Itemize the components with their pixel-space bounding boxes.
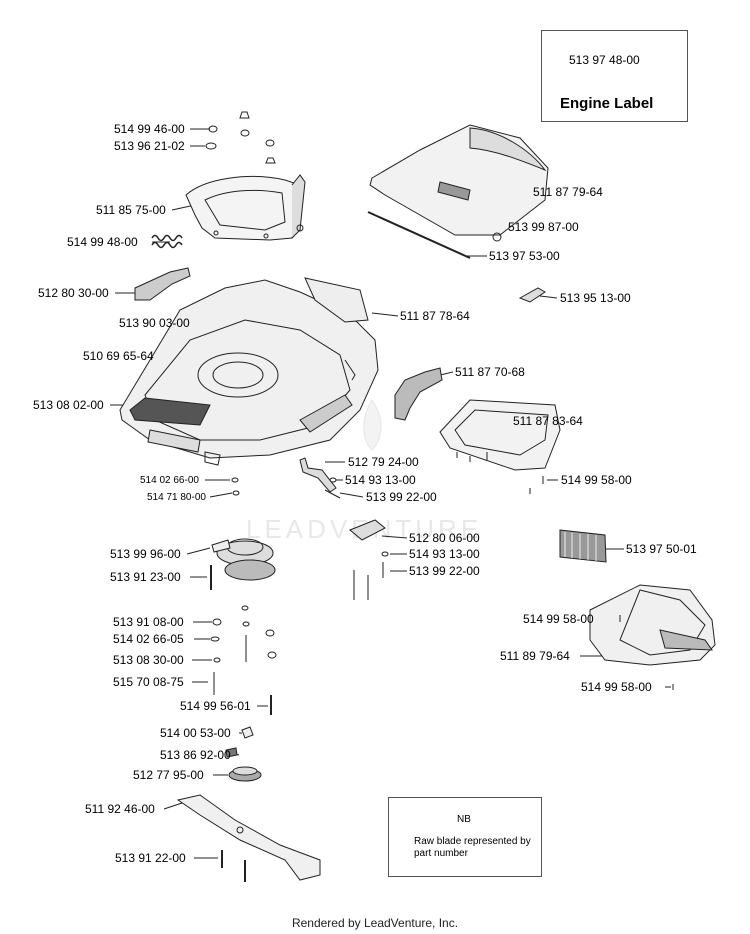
callout-512-79-24-00[interactable]: 512 79 24-00 — [348, 455, 419, 469]
callout-511-87-70-68[interactable]: 511 87 70-68 — [455, 365, 525, 379]
callout-515-70-08-75[interactable]: 515 70 08-75 — [113, 675, 184, 689]
callout-512-80-30-00[interactable]: 512 80 30-00 — [38, 286, 109, 300]
callout-511-89-79-64[interactable]: 511 89 79-64 — [500, 649, 570, 663]
callout-514-02-66-05[interactable]: 514 02 66-05 — [113, 632, 184, 646]
callout-514-99-46-00[interactable]: 514 99 46-00 — [114, 122, 185, 136]
footer-credit: Rendered by LeadVenture, Inc. — [291, 916, 459, 930]
watermark-flame-icon — [363, 399, 382, 451]
callout-513-97-50-01[interactable]: 513 97 50-01 — [626, 542, 697, 556]
engine-label-title: Engine Label — [560, 95, 654, 112]
callout-514-93-13-00-upper[interactable]: 514 93 13-00 — [345, 473, 416, 487]
callout-514-99-58-00-cover-bottom[interactable]: 514 99 58-00 — [581, 680, 652, 694]
callout-514-00-53-00[interactable]: 514 00 53-00 — [160, 726, 231, 740]
callout-511-87-83-64[interactable]: 511 87 83-64 — [513, 414, 583, 428]
callout-513-97-53-00[interactable]: 513 97 53-00 — [489, 249, 560, 263]
callout-513-95-13-00[interactable]: 513 95 13-00 — [560, 291, 631, 305]
callout-514-93-13-00-lower[interactable]: 514 93 13-00 — [409, 547, 480, 561]
callout-514-99-56-01[interactable]: 514 99 56-01 — [180, 699, 251, 713]
callout-513-99-87-00[interactable]: 513 99 87-00 — [508, 220, 579, 234]
callout-514-02-66-00[interactable]: 514 02 66-00 — [140, 475, 199, 486]
callout-513-99-22-00-upper[interactable]: 513 99 22-00 — [366, 490, 437, 504]
callout-513-86-92-00[interactable]: 513 86 92-00 — [160, 748, 231, 762]
callout-513-91-23-00[interactable]: 513 91 23-00 — [110, 570, 181, 584]
callout-511-87-79-64[interactable]: 511 87 79-64 — [533, 185, 603, 199]
callout-511-85-75-00[interactable]: 511 85 75-00 — [96, 203, 166, 217]
callout-514-99-48-00[interactable]: 514 99 48-00 — [67, 235, 138, 249]
callout-513-08-30-00[interactable]: 513 08 30-00 — [113, 653, 184, 667]
engine-label-box: 513 97 48-00 Engine Label — [541, 30, 688, 122]
callout-513-08-02-00[interactable]: 513 08 02-00 — [33, 398, 104, 412]
callout-514-99-58-00-tray[interactable]: 514 99 58-00 — [561, 473, 632, 487]
callout-513-99-22-00-lower[interactable]: 513 99 22-00 — [409, 564, 480, 578]
note-title: NB — [457, 814, 471, 825]
callout-513-99-96-00[interactable]: 513 99 96-00 — [110, 547, 181, 561]
note-box: NB Raw blade represented by part number — [388, 797, 542, 877]
callout-512-80-06-00[interactable]: 512 80 06-00 — [409, 531, 480, 545]
callout-513-91-08-00[interactable]: 513 91 08-00 — [113, 615, 184, 629]
callout-514-71-80-00[interactable]: 514 71 80-00 — [147, 492, 206, 503]
callout-513-96-21-02[interactable]: 513 96 21-02 — [114, 139, 185, 153]
engine-label-part-number[interactable]: 513 97 48-00 — [569, 53, 640, 67]
callout-511-92-46-00[interactable]: 511 92 46-00 — [85, 802, 155, 816]
callout-510-69-65-64[interactable]: 510 69 65-64 — [83, 349, 154, 363]
callout-511-87-78-64[interactable]: 511 87 78-64 — [400, 309, 470, 323]
callout-513-91-22-00[interactable]: 513 91 22-00 — [115, 851, 186, 865]
callout-512-77-95-00[interactable]: 512 77 95-00 — [133, 768, 204, 782]
callout-513-90-03-00[interactable]: 513 90 03-00 — [119, 316, 190, 330]
note-text: Raw blade represented by part number — [414, 836, 531, 859]
callout-514-99-58-00-cover-top[interactable]: 514 99 58-00 — [523, 612, 594, 626]
